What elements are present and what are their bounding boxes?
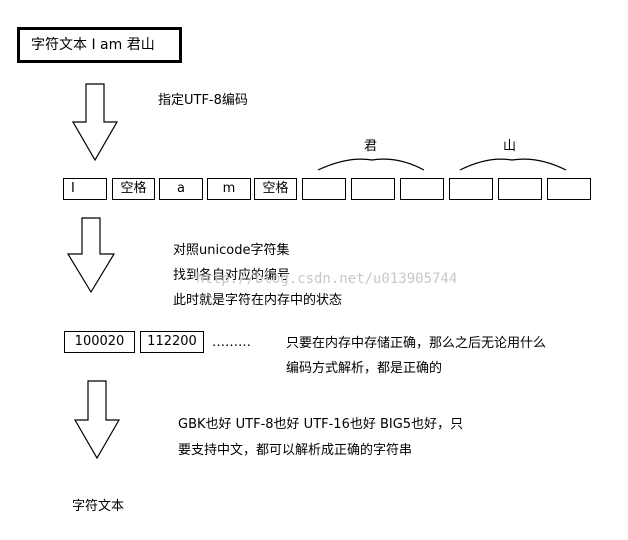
down-arrow-2-shape (66, 217, 116, 294)
note-line-1: 只要在内存中存储正确，那么之后无论用什么 (286, 336, 547, 351)
byte-cell (351, 178, 395, 200)
group-label-jun: 君 (364, 139, 378, 154)
down-arrow-1-shape (71, 83, 119, 162)
code-cell: 112200 (140, 331, 204, 353)
ellipsis: ……… (212, 335, 251, 350)
code-cell: 100020 (64, 331, 135, 353)
byte-cell: 空格 (112, 178, 155, 200)
byte-cell: m (207, 178, 251, 200)
byte-cell: 空格 (254, 178, 297, 200)
byte-cell (302, 178, 346, 200)
note-line-2: 编码方式解析，都是正确的 (286, 361, 443, 376)
brace-shan (459, 158, 567, 171)
byte-cell (547, 178, 591, 200)
watermark-text: http://blog.csdn.net/u013905744 (196, 271, 458, 287)
group-label-shan: 山 (503, 139, 517, 154)
step2-line-1: 对照unicode字符集 (173, 243, 290, 258)
byte-cell (449, 178, 493, 200)
step3-line-2: 要支持中文，都可以解析成正确的字符串 (178, 443, 413, 458)
byte-cell: I (63, 178, 107, 200)
brace-jun (317, 158, 425, 171)
step2-line-2: 找到各自对应的编号 (173, 268, 291, 283)
down-arrow-3-shape (73, 380, 121, 460)
result-text: 字符文本 (72, 499, 125, 514)
source-text-box: 字符文本 I am 君山 (17, 27, 182, 63)
byte-cell (498, 178, 542, 200)
byte-cell (400, 178, 444, 200)
step2-line-3: 此时就是字符在内存中的状态 (173, 293, 343, 308)
step3-line-1: GBK也好 UTF-8也好 UTF-16也好 BIG5也好，只 (178, 417, 464, 432)
byte-cell: a (159, 178, 203, 200)
step1-label: 指定UTF-8编码 (158, 93, 248, 108)
